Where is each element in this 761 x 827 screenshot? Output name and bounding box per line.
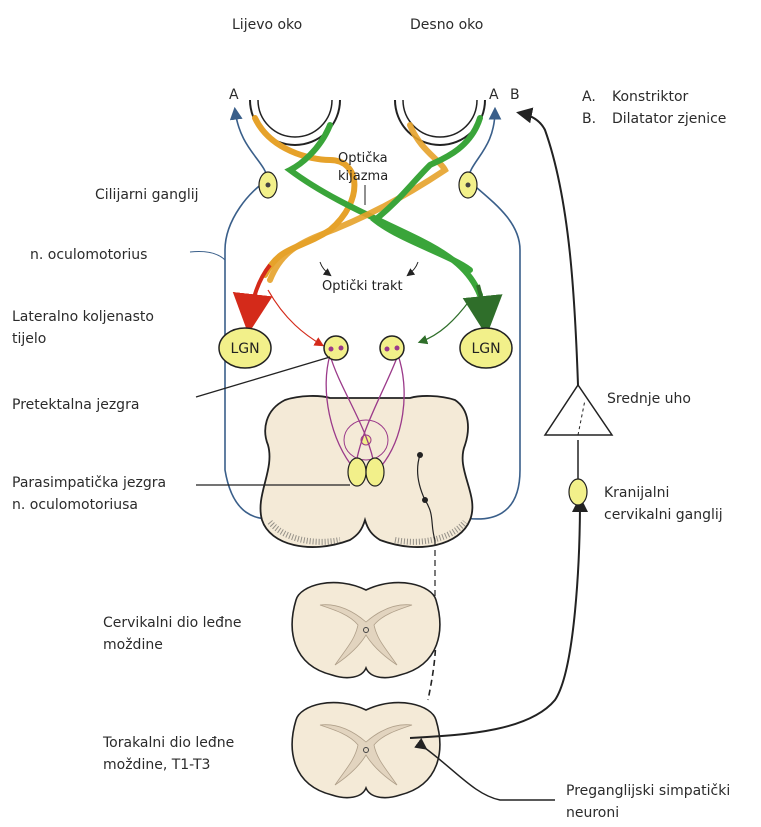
marker-b: B: [510, 86, 520, 104]
legend-b-text: Dilatator zjenice: [612, 110, 726, 128]
lgn-label-1: Lateralno koljenasto: [12, 308, 154, 326]
cranial-cervical-label-1: Kranijalni: [604, 484, 669, 502]
legend-b-key: B.: [582, 110, 596, 128]
middle-ear-triangle: [545, 385, 612, 435]
red-to-pretectal: [268, 290, 322, 345]
lgn-left-label: LGN: [230, 341, 259, 357]
thoracic-cord-section: [292, 703, 440, 798]
optic-chiasm-label-2: kijazma: [338, 169, 388, 184]
green-to-pretectal: [420, 300, 470, 342]
pretectal-right: [380, 336, 404, 360]
preganglionic-label-1: Preganglijski simpatički: [566, 782, 730, 800]
sympathetic-postganglionic: [520, 113, 578, 385]
green-tract-to-lgn: [478, 285, 485, 320]
thoracic-cord-label-2: moždine, T1-T3: [103, 756, 210, 774]
marker-a-right: A: [489, 86, 499, 104]
pretectal-left: [324, 336, 348, 360]
ciliary-ganglion-label: Cilijarni ganglij: [95, 186, 199, 204]
parasymp-nucleus-left: [348, 458, 366, 486]
middle-ear-label: Srednje uho: [607, 390, 691, 408]
oculomotor-nerve-label: n. oculomotorius: [30, 246, 147, 264]
preganglionic-label-2: neuroni: [566, 804, 619, 822]
legend-a-key: A.: [582, 88, 596, 106]
parasymp-label-1: Parasimpatička jezgra: [12, 474, 166, 492]
parasymp-nucleus-right: [366, 458, 384, 486]
orange-fibers-right: [270, 125, 445, 280]
cranial-cervical-ganglion: [569, 479, 587, 505]
right-eye-label: Desno oko: [410, 16, 483, 34]
optic-tract-label: Optički trakt: [322, 279, 403, 294]
thoracic-cord-label-1: Torakalni dio leđne: [103, 734, 234, 752]
optic-chiasm-label-1: Optička: [338, 151, 388, 166]
legend-a-text: Konstriktor: [612, 88, 688, 106]
lgn-right-label: LGN: [471, 341, 500, 357]
lgn-label-2: tijelo: [12, 330, 46, 348]
cranial-cervical-label-2: cervikalni ganglij: [604, 506, 723, 524]
parasymp-label-2: n. oculomotoriusa: [12, 496, 138, 514]
cervical-cord-label-2: moždine: [103, 636, 163, 654]
left-eye-label: Lijevo oko: [232, 16, 302, 34]
pretectal-label: Pretektalna jezgra: [12, 396, 139, 414]
cervical-cord-section: [292, 583, 440, 678]
marker-a-left: A: [229, 86, 239, 104]
cervical-cord-label-1: Cervikalni dio leđne: [103, 614, 242, 632]
